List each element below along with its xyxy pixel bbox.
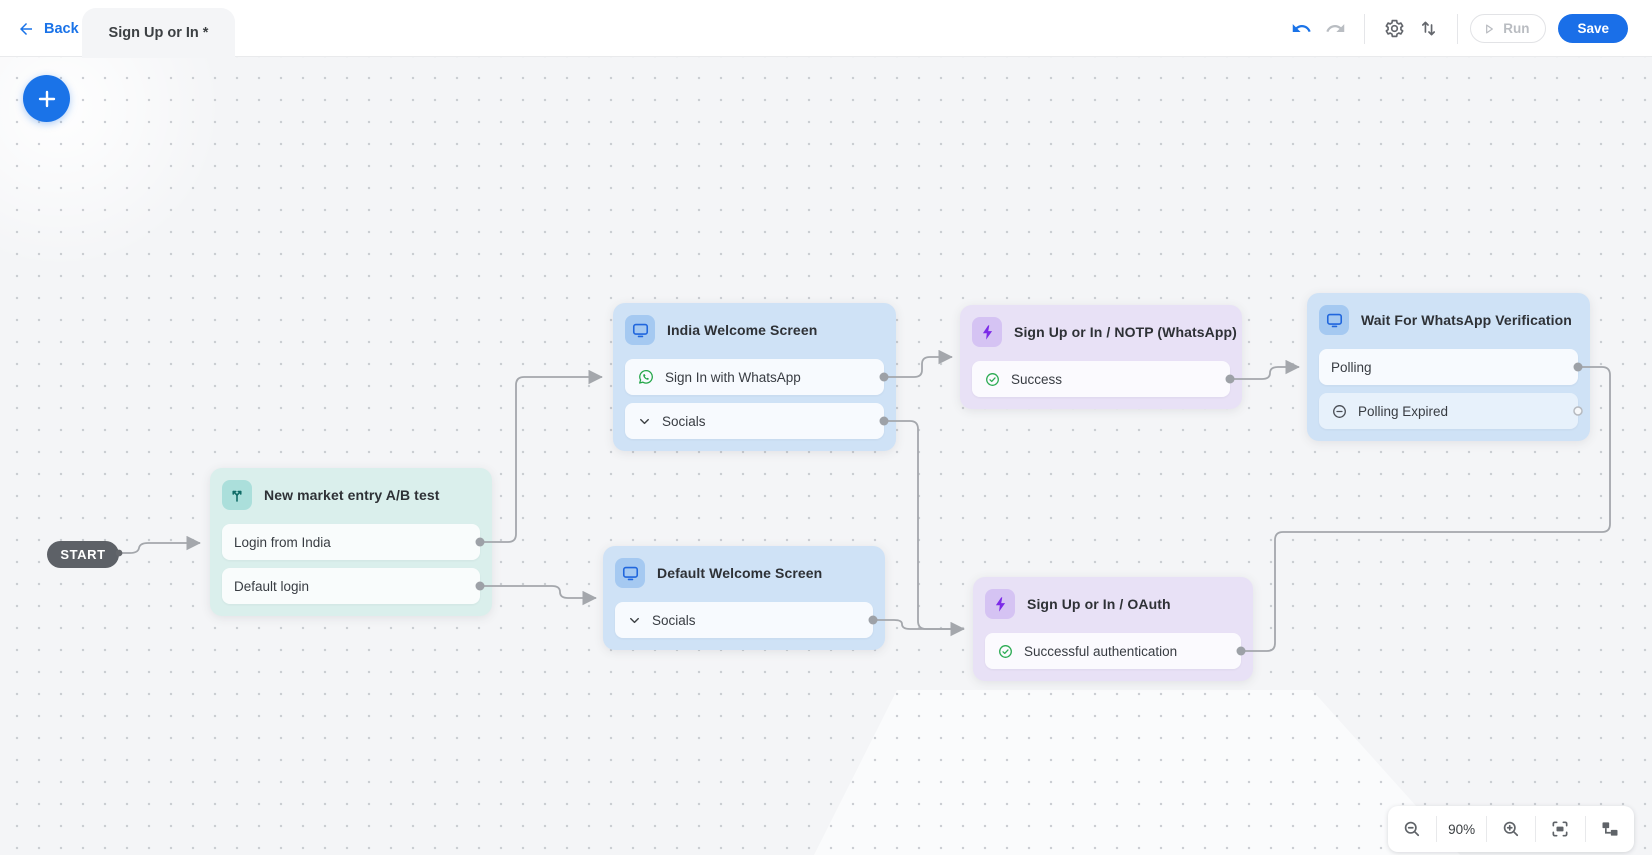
row-label: Success <box>1011 371 1063 387</box>
swap-vertical-icon <box>1421 21 1435 36</box>
back-arrow-icon <box>17 20 35 38</box>
flow-canvas[interactable]: START New market entry A/B test Login fr… <box>0 57 1652 855</box>
zoombar-divider <box>1436 816 1438 842</box>
lightning-icon <box>985 589 1015 619</box>
start-label: START <box>60 547 106 562</box>
row-label: Login from India <box>234 534 331 550</box>
node-row-socials[interactable]: Socials <box>615 602 873 638</box>
node-title: India Welcome Screen <box>667 322 818 338</box>
node-ab-test[interactable]: New market entry A/B test Login from Ind… <box>210 468 492 616</box>
auto-layout-icon <box>1602 822 1618 836</box>
zoombar-divider <box>1584 816 1586 842</box>
minus-circle-icon <box>1331 403 1348 420</box>
node-wait-whatsapp-verification[interactable]: Wait For WhatsApp Verification Polling P… <box>1307 293 1590 441</box>
fit-view-button[interactable] <box>1536 806 1584 852</box>
node-row-successful-authentication[interactable]: Successful authentication <box>985 633 1241 669</box>
run-label: Run <box>1503 21 1530 36</box>
row-label: Polling Expired <box>1358 403 1449 419</box>
flow-tab[interactable]: Sign Up or In * <box>82 8 235 58</box>
chevron-down-icon <box>627 613 642 628</box>
zoombar-divider <box>1535 816 1537 842</box>
start-node[interactable]: START <box>47 541 119 568</box>
node-row-success[interactable]: Success <box>972 361 1230 397</box>
run-button[interactable]: Run <box>1470 14 1547 43</box>
back-label: Back <box>44 20 79 37</box>
node-signup-notp-whatsapp[interactable]: Sign Up or In / NOTP (WhatsApp) Success <box>960 305 1242 409</box>
node-row-default-login[interactable]: Default login <box>222 568 480 604</box>
node-row-sign-in-with-whatsapp[interactable]: Sign In with WhatsApp <box>625 359 884 395</box>
dot-grid <box>0 57 1652 855</box>
auto-layout-button[interactable] <box>1586 806 1634 852</box>
whatsapp-icon <box>637 368 655 386</box>
screen-icon <box>615 558 645 588</box>
redo-icon <box>1326 24 1344 32</box>
back-button[interactable]: Back <box>17 0 79 57</box>
node-title: Wait For WhatsApp Verification <box>1361 312 1572 328</box>
node-title: New market entry A/B test <box>264 487 440 503</box>
zoom-controls: 90% <box>1388 806 1634 852</box>
check-circle-icon <box>997 643 1014 660</box>
check-circle-icon <box>984 371 1001 388</box>
node-title: Sign Up or In / OAuth <box>1027 596 1171 612</box>
row-label: Default login <box>234 578 310 594</box>
node-row-polling-expired[interactable]: Polling Expired <box>1319 393 1578 429</box>
zoom-out-button[interactable] <box>1388 806 1436 852</box>
node-title: Sign Up or In / NOTP (WhatsApp) <box>1014 324 1237 340</box>
node-row-login-from-india[interactable]: Login from India <box>222 524 480 560</box>
node-default-welcome-screen[interactable]: Default Welcome Screen Socials <box>603 546 885 650</box>
zoom-out-icon <box>1404 821 1420 837</box>
node-signup-oauth[interactable]: Sign Up or In / OAuth Successful authent… <box>973 577 1253 681</box>
fit-view-icon <box>1552 821 1568 837</box>
add-node-button[interactable] <box>23 75 70 122</box>
row-label: Successful authentication <box>1024 643 1178 659</box>
redo-button[interactable] <box>1318 12 1352 46</box>
split-branch-icon <box>222 480 252 510</box>
node-india-welcome-screen[interactable]: India Welcome Screen Sign In with WhatsA… <box>613 303 896 451</box>
toolbar-divider <box>1457 13 1459 44</box>
flow-tab-title: Sign Up or In * <box>108 25 209 41</box>
settings-button[interactable] <box>1377 12 1411 46</box>
lightning-icon <box>972 317 1002 347</box>
chevron-down-icon <box>637 414 652 429</box>
row-label: Polling <box>1331 359 1372 375</box>
row-label: Socials <box>652 612 696 628</box>
zoombar-divider <box>1485 816 1487 842</box>
zoom-level-value: 90% <box>1448 821 1476 837</box>
zoom-level-display: 90% <box>1437 806 1485 852</box>
screen-icon <box>625 315 655 345</box>
toolbar-divider <box>1364 13 1366 44</box>
screen-icon <box>1319 305 1349 335</box>
node-row-socials[interactable]: Socials <box>625 403 884 439</box>
node-row-polling[interactable]: Polling <box>1319 349 1578 385</box>
row-label: Sign In with WhatsApp <box>665 369 801 385</box>
plus-icon <box>38 90 55 107</box>
row-label: Socials <box>662 413 706 429</box>
save-button[interactable]: Save <box>1558 14 1628 43</box>
swap-vertical-button[interactable] <box>1411 12 1445 46</box>
top-toolbar: Back Sign Up or In * Run <box>0 0 1652 58</box>
play-icon <box>1486 24 1494 33</box>
node-title: Default Welcome Screen <box>657 565 823 581</box>
undo-button[interactable] <box>1284 12 1318 46</box>
zoom-in-icon <box>1503 821 1519 837</box>
save-label: Save <box>1577 21 1609 36</box>
undo-icon <box>1292 24 1311 32</box>
gear-icon <box>1385 19 1404 38</box>
zoom-in-button[interactable] <box>1487 806 1535 852</box>
